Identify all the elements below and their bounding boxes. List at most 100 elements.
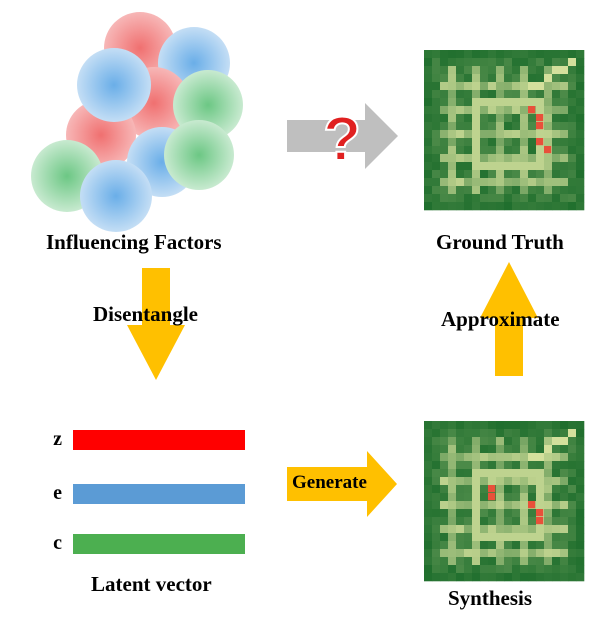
heatmap-cell [504,66,513,75]
heatmap-cell [552,66,561,75]
heatmap-cell [440,106,449,115]
heatmap-cell [456,114,465,123]
heatmap-cell [488,58,497,67]
heatmap-cell [536,453,545,462]
heatmap-cell [480,429,489,438]
heatmap-cell [552,517,561,526]
synthesis-caption: Synthesis [448,586,533,610]
heatmap-cell [448,533,457,542]
heatmap-cell [512,170,521,179]
factor-circle-blue [80,160,152,232]
heatmap-cell [456,170,465,179]
heatmap-cell [488,162,497,171]
heatmap-cell [520,186,529,195]
heatmap-cell [512,122,521,131]
heatmap-cell [552,178,561,187]
heatmap-cell [456,477,465,486]
heatmap-cell [472,493,481,502]
heatmap-cell [432,114,441,123]
heatmap-cell [488,90,497,99]
heatmap-cell [496,509,505,518]
heatmap-cell [456,74,465,83]
heatmap-cell [504,525,513,534]
heatmap-cell [504,549,513,558]
heatmap-cell [472,541,481,550]
heatmap-cell [432,74,441,83]
heatmap-cell [440,162,449,171]
heatmap-cell [456,138,465,147]
heatmap-cell [456,178,465,187]
heatmap-cell [560,493,569,502]
heatmap-cell [568,154,577,163]
heatmap-cell [520,533,529,542]
heatmap-cell [456,146,465,155]
heatmap-cell [424,58,433,67]
heatmap-cell [472,58,481,67]
heatmap-cell [544,138,553,147]
heatmap-cell [576,517,585,526]
heatmap-cell [512,509,521,518]
heatmap-cell [424,445,433,454]
heatmap-cell [552,501,561,510]
heatmap-cell [552,469,561,478]
heatmap-cell [432,437,441,446]
heatmap-cell [544,533,553,542]
heatmap-cell [544,517,553,526]
heatmap-cell [496,557,505,566]
heatmap-cell [488,178,497,187]
heatmap-cell [560,549,569,558]
heatmap-cell [424,493,433,502]
heatmap-cell [424,477,433,486]
heatmap-cell [576,154,585,163]
heatmap-cell [496,186,505,195]
heatmap-cell [456,445,465,454]
heatmap-cell [464,178,473,187]
heatmap-cell [440,485,449,494]
heatmap-cell [528,477,537,486]
heatmap-cell [464,525,473,534]
question-mark: ? [323,105,361,174]
heatmap-cell [560,557,569,566]
heatmap-cell [512,98,521,107]
heatmap-cell [512,90,521,99]
heatmap-cell [472,525,481,534]
heatmap-cell [576,138,585,147]
heatmap-cell [448,429,457,438]
heatmap-cell [512,114,521,123]
heatmap-cell [480,170,489,179]
heatmap-cell [512,154,521,163]
heatmap-cell [504,509,513,518]
heatmap-cell [448,549,457,558]
heatmap-cell [552,170,561,179]
heatmap-cell [456,493,465,502]
approximate-arrow [480,262,538,376]
heatmap-cell [448,162,457,171]
heatmap-cell [536,549,545,558]
heatmap-cell [496,82,505,91]
heatmap-cell [496,130,505,139]
heatmap-cell [432,485,441,494]
heatmap-cell [552,557,561,566]
heatmap-cell [536,130,545,139]
disentangle-caption: Disentangle [93,302,198,326]
heatmap-cell [568,178,577,187]
heatmap-cell [480,421,489,430]
heatmap-cell [448,421,457,430]
heatmap-cell [472,445,481,454]
heatmap-cell [496,202,505,211]
heatmap-cell [512,533,521,542]
heatmap-cell [504,74,513,83]
heatmap-cell [480,549,489,558]
heatmap-cell [424,573,433,582]
heatmap-cell [496,138,505,147]
heatmap-cell [552,437,561,446]
heatmap-cell [536,74,545,83]
heatmap-cell [560,461,569,470]
heatmap-cell [512,138,521,147]
heatmap-cell [544,194,553,203]
heatmap-cell [528,517,537,526]
heatmap-cell [512,501,521,510]
heatmap-cell [528,122,537,131]
heatmap-cell [512,429,521,438]
heatmap-cell [544,421,553,430]
